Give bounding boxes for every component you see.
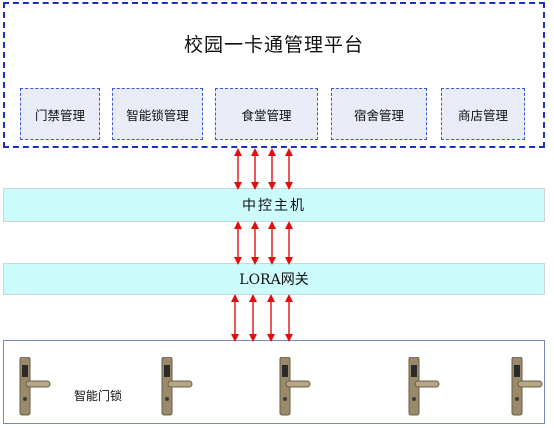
door-lock-icon bbox=[161, 357, 193, 416]
gateway-label: LORA网关 bbox=[239, 272, 309, 288]
module-dormitory: 宿舍管理 bbox=[331, 88, 427, 140]
door-lock-icon bbox=[19, 357, 51, 416]
module-smart-lock: 智能锁管理 bbox=[112, 88, 203, 140]
controller-bar: 中控主机 bbox=[3, 188, 545, 222]
platform-title: 校园一卡通管理平台 bbox=[183, 34, 364, 56]
door-lock-icon bbox=[511, 357, 543, 416]
controller-label: 中控主机 bbox=[242, 198, 306, 214]
door-lock-icon bbox=[279, 357, 311, 416]
gateway-bar: LORA网关 bbox=[3, 263, 545, 295]
door-lock-icon bbox=[408, 357, 440, 416]
smart-locks-label: 智能门锁 bbox=[74, 389, 123, 403]
module-canteen: 食堂管理 bbox=[215, 88, 318, 140]
module-access-control: 门禁管理 bbox=[20, 88, 100, 140]
module-store: 商店管理 bbox=[441, 88, 525, 140]
platform-box: 校园一卡通管理平台 门禁管理 智能锁管理 食堂管理 宿舍管理 商店管理 bbox=[3, 2, 545, 148]
smart-locks-box: 智能门锁 bbox=[3, 340, 545, 424]
